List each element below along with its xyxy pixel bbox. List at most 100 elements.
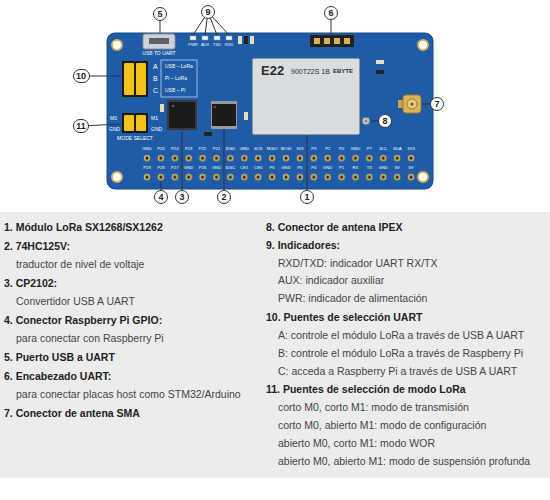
callout-number: 7: [430, 97, 444, 111]
callout-number: 9: [201, 5, 215, 19]
leader-line: [307, 135, 308, 190]
pin-label: P0: [339, 147, 344, 151]
silkscreen-label: C: [153, 87, 158, 94]
silkscreen-label: M1: [151, 116, 158, 121]
pin-label: P4: [311, 166, 316, 170]
silkscreen-label: TXD: [213, 43, 221, 47]
silkscreen-label: USB – Pi: [165, 88, 185, 93]
pin-label: P5: [297, 166, 302, 170]
description-text: C: acceda a Raspberry Pi a través de USB…: [278, 366, 517, 377]
74hc125-chip: [211, 101, 237, 129]
pin-label: GND: [240, 147, 249, 151]
ipex-connector: [362, 117, 370, 125]
callout-text: 2: [221, 193, 226, 202]
silkscreen-label: A: [153, 63, 158, 70]
pin-label: 5V: [409, 166, 414, 170]
pin-label: P28: [157, 166, 164, 170]
pin-label: RX: [353, 166, 359, 170]
pin-label: P24: [171, 147, 178, 151]
pin-label: P23: [185, 147, 192, 151]
description-text: PWR: indicador de alimentación: [278, 293, 427, 304]
silkscreen-label: GND: [151, 127, 162, 132]
pin-label: IDSC: [225, 166, 235, 170]
description-text: 5. Puerto USB a UART: [4, 352, 115, 363]
pin-label: 3V3: [407, 147, 414, 151]
pin-label: TX: [367, 166, 372, 170]
callout-text: 3: [179, 193, 184, 202]
sma-connector: [398, 95, 421, 113]
description-text: para conectar con Raspberry Pi: [16, 333, 164, 344]
pin-label: GND: [281, 166, 290, 170]
description-text: AUX: indicador auxiliar: [278, 275, 384, 286]
uart-jumper: [122, 61, 148, 97]
silkscreen-label: Pi – LoRa: [165, 76, 187, 81]
silkscreen-label: PWR: [188, 43, 197, 47]
callout-number: 1: [300, 190, 314, 204]
callout-number: 8: [378, 114, 392, 128]
cp2102-chip: [167, 100, 197, 130]
description-text: 9. Indicadores:: [266, 240, 340, 251]
description-text: Convertidor USB A UART: [16, 296, 135, 307]
pin-label: MOSI: [281, 147, 292, 151]
pin-label: P27: [171, 166, 178, 170]
description-text: 8. Conector de antena IPEX: [266, 222, 403, 233]
silkscreen-label: USB – LoRa: [165, 64, 193, 69]
pin-label: 5V: [395, 166, 400, 170]
callout-text: 1: [304, 193, 309, 202]
callout-number: 10: [73, 69, 90, 83]
silkscreen-label: RXD: [225, 43, 233, 47]
callout-text: 7: [434, 100, 439, 109]
pin-label: P25: [157, 147, 164, 151]
silkscreen-label: M0: [110, 116, 117, 121]
description-text: 10. Puentes de selección UART: [266, 312, 422, 323]
pin-label: GND: [142, 147, 151, 151]
description-text: corto M0, abierto M1: modo de configurac…: [278, 420, 486, 431]
pin-label: CE1: [240, 166, 248, 170]
uart-header: [310, 35, 354, 47]
callout-text: 8: [382, 117, 387, 126]
silkscreen-label: AUX: [201, 43, 209, 47]
pin-label: GND: [351, 147, 360, 151]
module-marking: EBYTE: [333, 68, 353, 74]
description-text: 2. 74HC125V:: [4, 241, 70, 252]
module-marking: E22: [261, 64, 284, 77]
description-panel: 1. Módulo LoRa SX1268/SX12622. 74HC125V:…: [0, 212, 550, 478]
description-text: 4. Conector Raspberry Pi GPIO:: [4, 315, 162, 326]
pin-label: CE0: [254, 166, 262, 170]
pin-label: 3V3: [296, 147, 303, 151]
pcb-board: [107, 33, 433, 189]
silkscreen-label: MODE SELECT: [117, 136, 153, 141]
description-text: traductor de nivel de voltaje: [16, 259, 144, 270]
pin-label: SDA: [393, 147, 402, 151]
pin-label: IDSD: [225, 147, 235, 151]
description-text: 6. Encabezado UART:: [4, 371, 111, 382]
description-text: 3. CP2102:: [4, 278, 57, 289]
pin-label: P26: [199, 166, 206, 170]
callout-text: 4: [158, 193, 163, 202]
callout-text: 9: [205, 8, 210, 17]
callout-number: 2: [217, 190, 231, 204]
silkscreen-label: B: [153, 75, 158, 82]
pin-label: GND: [379, 166, 388, 170]
pin-label: P29: [143, 166, 150, 170]
description-text: abierto M0, corto M1: modo WOR: [278, 438, 435, 449]
usb-port: [143, 34, 175, 49]
description-text: 7. Conector de antena SMA: [4, 408, 140, 419]
mounting-hole: [112, 40, 428, 182]
description-text: para conectar placas host como STM32/Ard…: [16, 389, 241, 400]
description-text: abierto M0, abierto M1: modo de suspensi…: [278, 456, 530, 467]
pin-label: SCL: [379, 147, 387, 151]
smd-component: [160, 36, 384, 136]
leader-line: [81, 12, 437, 197]
callout-number: 4: [154, 190, 168, 204]
callout-text: 5: [157, 10, 162, 19]
description-text: corto M0, corto M1: modo de transmisión: [278, 402, 469, 413]
module-marking: 900T22S 1B: [291, 68, 330, 75]
pin-label: GND: [323, 166, 332, 170]
pin-label: GND: [212, 166, 221, 170]
pin-label: GND: [184, 166, 193, 170]
callout-number: 6: [324, 6, 338, 20]
pin-label: P3: [311, 147, 316, 151]
silkscreen-label: GND: [109, 127, 120, 132]
